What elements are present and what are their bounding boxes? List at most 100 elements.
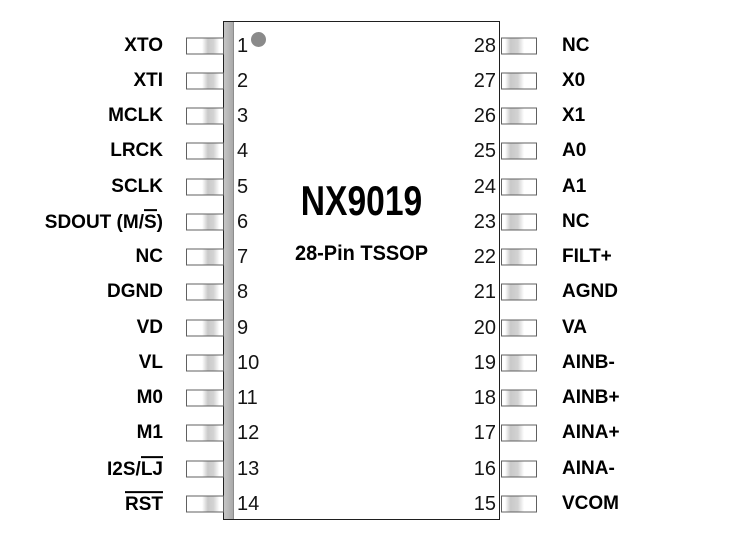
chip-left-edge-strip [224,22,234,519]
pin-pad [186,460,224,478]
pin-row-left: VD 9 [0,310,740,346]
pin-pad [501,213,537,231]
pin-number: 12 [237,422,260,445]
pin-number: 3 [237,105,249,128]
pin-label-segment: XTI [133,69,163,91]
chip-body: NX9019 28-Pin TSSOP [223,21,500,520]
pin-label: AINB+ [562,386,620,410]
pin-label-segment: AINB- [562,352,615,374]
pin-label: LRCK [0,139,163,163]
pin-label-segment: NC [562,210,590,232]
pin-number: 10 [237,351,260,374]
pin-pad [186,424,224,442]
pin-row-right: 24 A1 [0,169,740,205]
pin-label-segment: DGND [107,281,163,303]
pin-label-segment: M1 [136,422,163,444]
pin-label-segment: LRCK [110,140,163,162]
pin-label-segment: VCOM [562,493,619,515]
pin-number: 14 [237,493,260,515]
pin-row-right: 21 AGND [0,274,740,310]
pin-label: XTO [0,34,163,58]
pin-number: 7 [237,246,249,269]
pin-label: XTI [0,69,163,93]
pin-pad [501,142,537,160]
pin-label-overline-segment: RST [125,491,163,514]
pin-label-segment: FILT+ [562,246,612,268]
pin-row-right: 28 NC [0,28,740,64]
pin-label: VD [0,316,163,340]
pin-number: 19 [473,351,496,374]
pin-row-right: 23 NC [0,204,740,240]
pin-pad [186,213,224,231]
pin-label: A1 [562,175,586,199]
pin-pad [501,389,537,407]
pin-row-right: 17 AINA+ [0,415,740,451]
pin-label: AGND [562,281,618,305]
pin-label-segment: X0 [562,69,586,91]
pin-pad [501,107,537,125]
pin-number: 24 [473,175,496,198]
pin-pad [186,389,224,407]
pin-pad [186,283,224,301]
pin-number: 26 [473,105,496,128]
pin-label-segment: MCLK [108,105,163,127]
pin-label-segment: AGND [562,281,618,303]
pin-row-right: 20 VA [0,310,740,346]
pin-number: 28 [473,34,496,57]
pin-number: 17 [473,422,496,445]
pin-pad [186,495,224,513]
pin-label: SCLK [0,175,163,199]
pin-pad [186,107,224,125]
pin-row-left: XTO 1 [0,28,740,64]
pin-label-segment: SDOUT (M/ [44,211,144,233]
pin-row-right: 18 AINB+ [0,380,740,416]
pin-pad [186,37,224,54]
pin-label: VCOM [562,492,619,516]
pin-row-right: 27 X0 [0,63,740,99]
pin-label: SDOUT (M/S) [0,208,163,235]
pin-row-right: 16 AINA- [0,451,740,487]
pin-row-left: VL 10 [0,345,740,381]
chip-package-label: 28-Pin TSSOP [294,242,429,265]
pin-number: 8 [237,281,249,304]
pin-label-segment: ) [156,211,163,233]
pin-label-segment: AINA+ [562,422,620,444]
pin-number: 18 [473,387,496,410]
pin-label-segment: XTO [124,34,163,56]
pin-pad [501,72,537,90]
pin-row-left: DGND 8 [0,274,740,310]
pin-pad [186,319,224,337]
pin-number: 22 [473,246,496,269]
pin-number: 21 [473,281,496,304]
pin-label: AINA+ [562,422,620,446]
pin-label-segment: VL [138,352,163,374]
pin-row-left: M0 11 [0,380,740,416]
pin-number: 23 [473,210,496,233]
pin-label: M1 [0,422,163,446]
pin-label-segment: AINA- [562,457,615,479]
pin1-indicator-dot [251,32,266,47]
pin-label: X1 [562,104,585,128]
pin-number: 9 [237,316,249,339]
pin-label: NC [562,34,589,58]
pin-pad [501,424,537,442]
pin-label: I2S/LJ [0,455,163,482]
pin-row-right: 22 FILT+ [0,239,740,275]
pin-label-segment: NC [135,246,163,268]
pin-label-overline-segment: S [143,208,157,232]
pin-label-segment: VD [136,316,163,338]
pin-row-right: 26 X1 [0,98,740,134]
pin-label: VA [562,316,587,340]
pin-label: NC [562,210,589,234]
pin-label-segment: A0 [562,140,587,162]
pin-label: AINA- [562,457,615,481]
pin-row-left: NC 7 [0,239,740,275]
pin-pad [186,178,224,196]
pin-row-left: XTI 2 [0,63,740,99]
pin-row-right: 25 A0 [0,133,740,169]
pin-label: DGND [0,281,163,305]
pin-row-left: M1 12 [0,415,740,451]
pin-label-segment: SCLK [111,175,163,197]
pin-row-right: 15 VCOM [0,486,740,522]
